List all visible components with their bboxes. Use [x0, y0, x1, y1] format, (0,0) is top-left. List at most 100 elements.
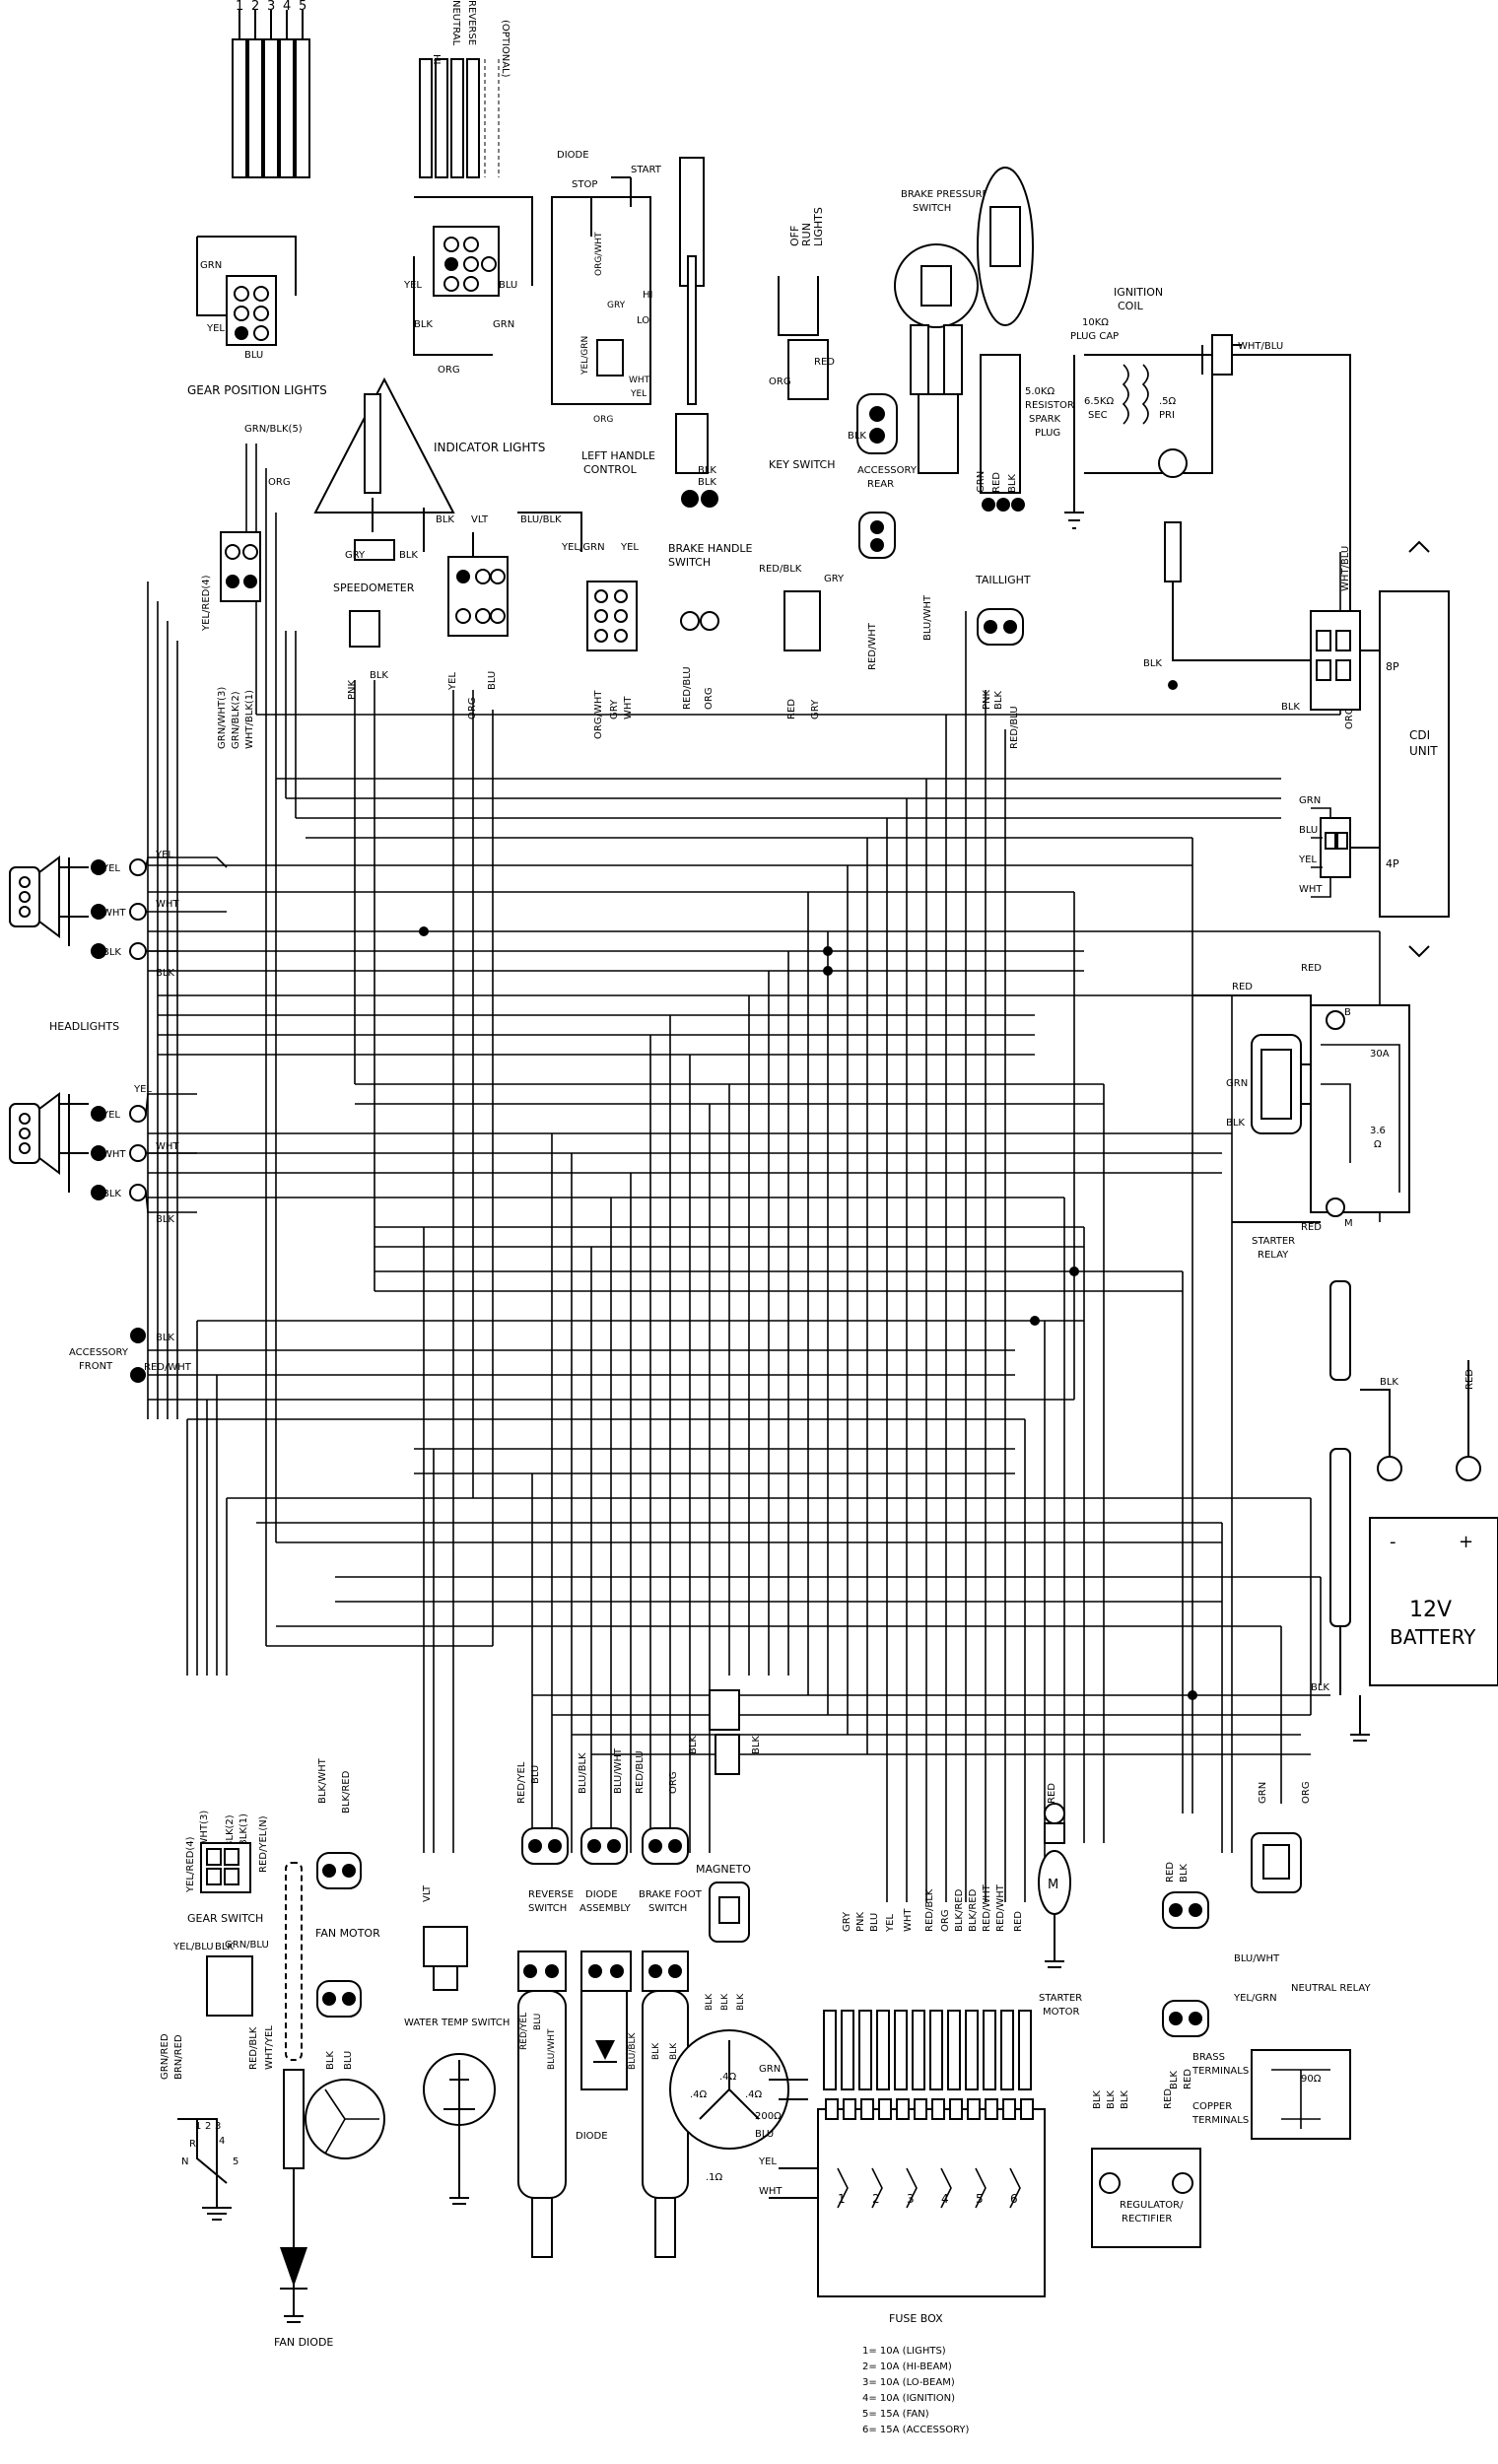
optional-label: (OPTIONAL)	[500, 20, 511, 78]
wire-label: BLK	[1226, 1118, 1245, 1129]
wire-label: BLU/BLK	[628, 2031, 638, 2070]
gear-position: 4	[219, 2136, 225, 2147]
coil-sec-label: SEC	[1088, 410, 1108, 421]
switch-label: HI	[643, 290, 652, 301]
ignition-coil: IGNITION COIL 10KΩ PLUG CAP 6.5KΩ SEC .5…	[1025, 286, 1355, 729]
wire-label: BLK	[736, 1993, 746, 2011]
gear-number: 2	[251, 0, 259, 14]
accessory-front-label: FRONT	[79, 1361, 113, 1372]
fuse-number: 1	[838, 2192, 846, 2206]
wire-label: BLU/BLK	[578, 1752, 588, 1794]
wire-label: WHT/YEL	[264, 2025, 275, 2070]
accessory-front: ACCESSORY FRONT BLK RED/WHT	[69, 1328, 192, 1383]
fuse-legend-item: 3= 10A (LO-BEAM)	[862, 2377, 955, 2388]
battery-neg: -	[1390, 1532, 1396, 1552]
magneto-resistance: .1Ω	[706, 2172, 723, 2183]
cdi-unit-label: CDI	[1409, 728, 1430, 742]
starter-relay: B M 30A 3.6 Ω RED RED GRN BLK RED STARTE…	[1192, 963, 1410, 1261]
wire-label: BLK	[698, 477, 716, 488]
reverse-switch-title: SWITCH	[528, 1903, 567, 1914]
wire-label: WHT	[623, 696, 634, 719]
wire-label: BLK	[1106, 2090, 1117, 2109]
brake-pressure-label: BRAKE PRESSURE	[901, 189, 988, 200]
taillight: TAILLIGHT GRN RED BLK PNK RED/BLU BLK	[975, 167, 1034, 749]
wire-label: RED	[1047, 1783, 1057, 1804]
wire-label: WHT/BLU	[1340, 546, 1351, 591]
wire-label: RED/WHT	[982, 1883, 992, 1932]
wire-label: WHT	[1299, 884, 1323, 895]
gear-position: 1	[195, 2121, 201, 2132]
wire-label: RED/BLK	[759, 564, 802, 575]
switch-label: DIODE	[557, 150, 589, 161]
fuse-number: 6	[1010, 2192, 1018, 2206]
wire-label: PNK	[347, 679, 358, 700]
wire-label: BLU/WHT	[1234, 1953, 1280, 1964]
gear-switch-title: GEAR SWITCH	[187, 1912, 263, 1925]
fuse-legend: 1= 10A (LIGHTS) 2= 10A (HI-BEAM) 3= 10A …	[862, 2346, 969, 2435]
wire-label: RED	[1301, 963, 1322, 974]
wire-label: WHT	[156, 1141, 179, 1152]
wire-label: RED	[1232, 982, 1253, 992]
neutral-relay: GRN ORG RED BLK BLU/WHT YEL/GRN NEUTRAL …	[1162, 1781, 1371, 2140]
cdi-unit-label: UNIT	[1409, 744, 1438, 758]
wire-label: YEL	[758, 2156, 777, 2167]
wire-label: ORG	[704, 687, 715, 710]
brass-terminals: TERMINALS	[1192, 2066, 1249, 2077]
headlight-upper: YEL WHT BLK YEL WHT BLK	[9, 850, 228, 979]
brake-handle-switch: BLK BLK BRAKE HANDLE SWITCH RED/BLU ORG	[668, 157, 753, 710]
wire-label: YEL/GRN	[1233, 1993, 1277, 2004]
battery-pos: +	[1459, 1532, 1473, 1552]
gear-position: R	[189, 2139, 196, 2150]
wire-label: GRN	[1226, 1078, 1248, 1089]
wire-label: ORG/WHT	[594, 232, 604, 276]
wire-label: YEL/GRN	[580, 336, 590, 376]
fan-diode-title: FAN DIODE	[274, 2336, 333, 2349]
wire-label: GRY	[345, 550, 366, 561]
wire-label: BLK	[399, 550, 418, 561]
wire-label: RED/BLU	[682, 666, 693, 710]
wire-label: WHT	[759, 2186, 783, 2197]
wire-label: BLU	[244, 350, 263, 361]
indicator-lights-title: INDICATOR LIGHTS	[434, 441, 545, 454]
wire-label: GRN	[1299, 795, 1321, 806]
wire-label: BLU/BLK	[520, 514, 562, 525]
wire-label: YEL	[206, 323, 225, 334]
accessory-rear-label: ACCESSORY	[857, 465, 918, 476]
indicator-label: NEUTRAL	[450, 0, 461, 46]
wire-label: YEL	[1298, 855, 1317, 865]
regulator-rectifier: BLK BLK BLK RED REGULATOR/ RECTIFIER	[1091, 2088, 1201, 2248]
wire-label: BLK	[414, 319, 433, 330]
fan-motor: BLK/WHT BLK/RED FAN MOTOR BLK BLU	[305, 1757, 385, 2159]
spark-plug-label: 5.0KΩ	[1025, 386, 1055, 397]
starter-relay-label: STARTER	[1252, 1236, 1295, 1247]
wire-label: RED	[814, 357, 835, 368]
brake-foot-switch: RED/BLU ORG BRAKE FOOT SWITCH BLK BLK	[635, 1750, 703, 2258]
wire-label: BLK	[1092, 2090, 1103, 2109]
speedometer: GRY BLK SPEEDOMETER PNK BLK	[313, 376, 455, 700]
magneto-resistance: 200Ω	[755, 2111, 782, 2122]
cdi-8p-label: 8P	[1386, 660, 1399, 673]
wire-label: BLK	[156, 1333, 174, 1343]
cdi-unit: 8P CDI UNIT 4P GRN BLU YEL WHT	[1298, 540, 1450, 958]
wire-harness	[147, 444, 1381, 1902]
diode-assembly-title: DIODE	[585, 1889, 618, 1900]
wire-label: BLU	[343, 2051, 354, 2070]
wire-label: WHT	[629, 376, 650, 385]
wire-label: GRY	[607, 301, 626, 310]
wire-label: RED/YEL	[516, 1761, 527, 1804]
wire-label: BLK	[102, 1189, 121, 1199]
ignition-coil-label: COIL	[1118, 300, 1144, 312]
wire-label: WHT/BLU	[1238, 341, 1283, 352]
wire-label: BLK	[688, 1736, 699, 1754]
wire-label: BLK/WHT	[317, 1757, 328, 1804]
ignition-coil-label: IGNITION	[1114, 286, 1163, 299]
wire-label: BLK/RED	[954, 1888, 965, 1932]
wire-label: GRY	[609, 699, 620, 719]
wire-label: GRN/WHT(3)	[217, 687, 228, 749]
left-handle-control-title: LEFT HANDLE	[581, 449, 655, 462]
wire-label: ORG	[268, 477, 291, 488]
indicator-label: REVERSE	[466, 0, 477, 45]
key-position: RUN	[800, 223, 813, 246]
wire-label: ORG	[438, 365, 460, 376]
